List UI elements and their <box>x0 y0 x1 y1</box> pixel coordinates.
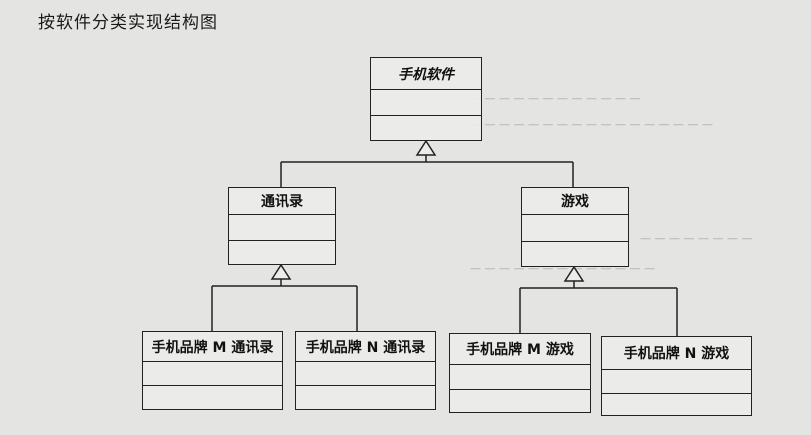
class-name: 手机品牌 M 通讯录 <box>143 332 282 362</box>
class-box-game: 游戏 <box>521 187 629 267</box>
class-methods <box>450 390 590 411</box>
class-methods <box>229 241 335 263</box>
inheritance-arrow <box>270 263 292 280</box>
class-name: 手机品牌 N 游戏 <box>602 337 751 370</box>
class-box-brand-m-contacts: 手机品牌 M 通讯录 <box>142 331 283 410</box>
class-attributes <box>602 370 751 394</box>
inheritance-arrow <box>563 265 585 282</box>
bleed-through-text: — — — — — — — — — — — — <box>470 92 641 105</box>
page-title: 按软件分类实现结构图 <box>38 13 218 33</box>
class-attributes <box>143 362 282 386</box>
class-attributes <box>522 215 628 242</box>
class-name: 手机品牌 N 通讯录 <box>296 332 435 362</box>
class-attributes <box>371 90 481 116</box>
class-methods <box>522 242 628 265</box>
class-name: 手机软件 <box>371 58 481 90</box>
class-box-software: 手机软件 <box>370 57 482 141</box>
class-box-brand-n-contacts: 手机品牌 N 通讯录 <box>295 331 436 410</box>
class-name: 通讯录 <box>229 188 335 215</box>
class-methods <box>371 116 481 139</box>
bleed-through-text: — — — — — — — — <box>640 232 753 245</box>
class-attributes <box>450 365 590 390</box>
class-box-brand-m-game: 手机品牌 M 游戏 <box>449 333 591 413</box>
inheritance-arrow <box>415 139 437 156</box>
class-name: 游戏 <box>522 188 628 215</box>
class-attributes <box>229 215 335 241</box>
class-attributes <box>296 362 435 386</box>
class-box-brand-n-game: 手机品牌 N 游戏 <box>601 336 752 416</box>
class-methods <box>143 386 282 408</box>
bleed-through-text: — — — — — — — — — — — — — — — — — <box>470 118 713 131</box>
class-methods <box>602 394 751 414</box>
class-name: 手机品牌 M 游戏 <box>450 334 590 365</box>
class-box-contacts: 通讯录 <box>228 187 336 265</box>
class-methods <box>296 386 435 408</box>
